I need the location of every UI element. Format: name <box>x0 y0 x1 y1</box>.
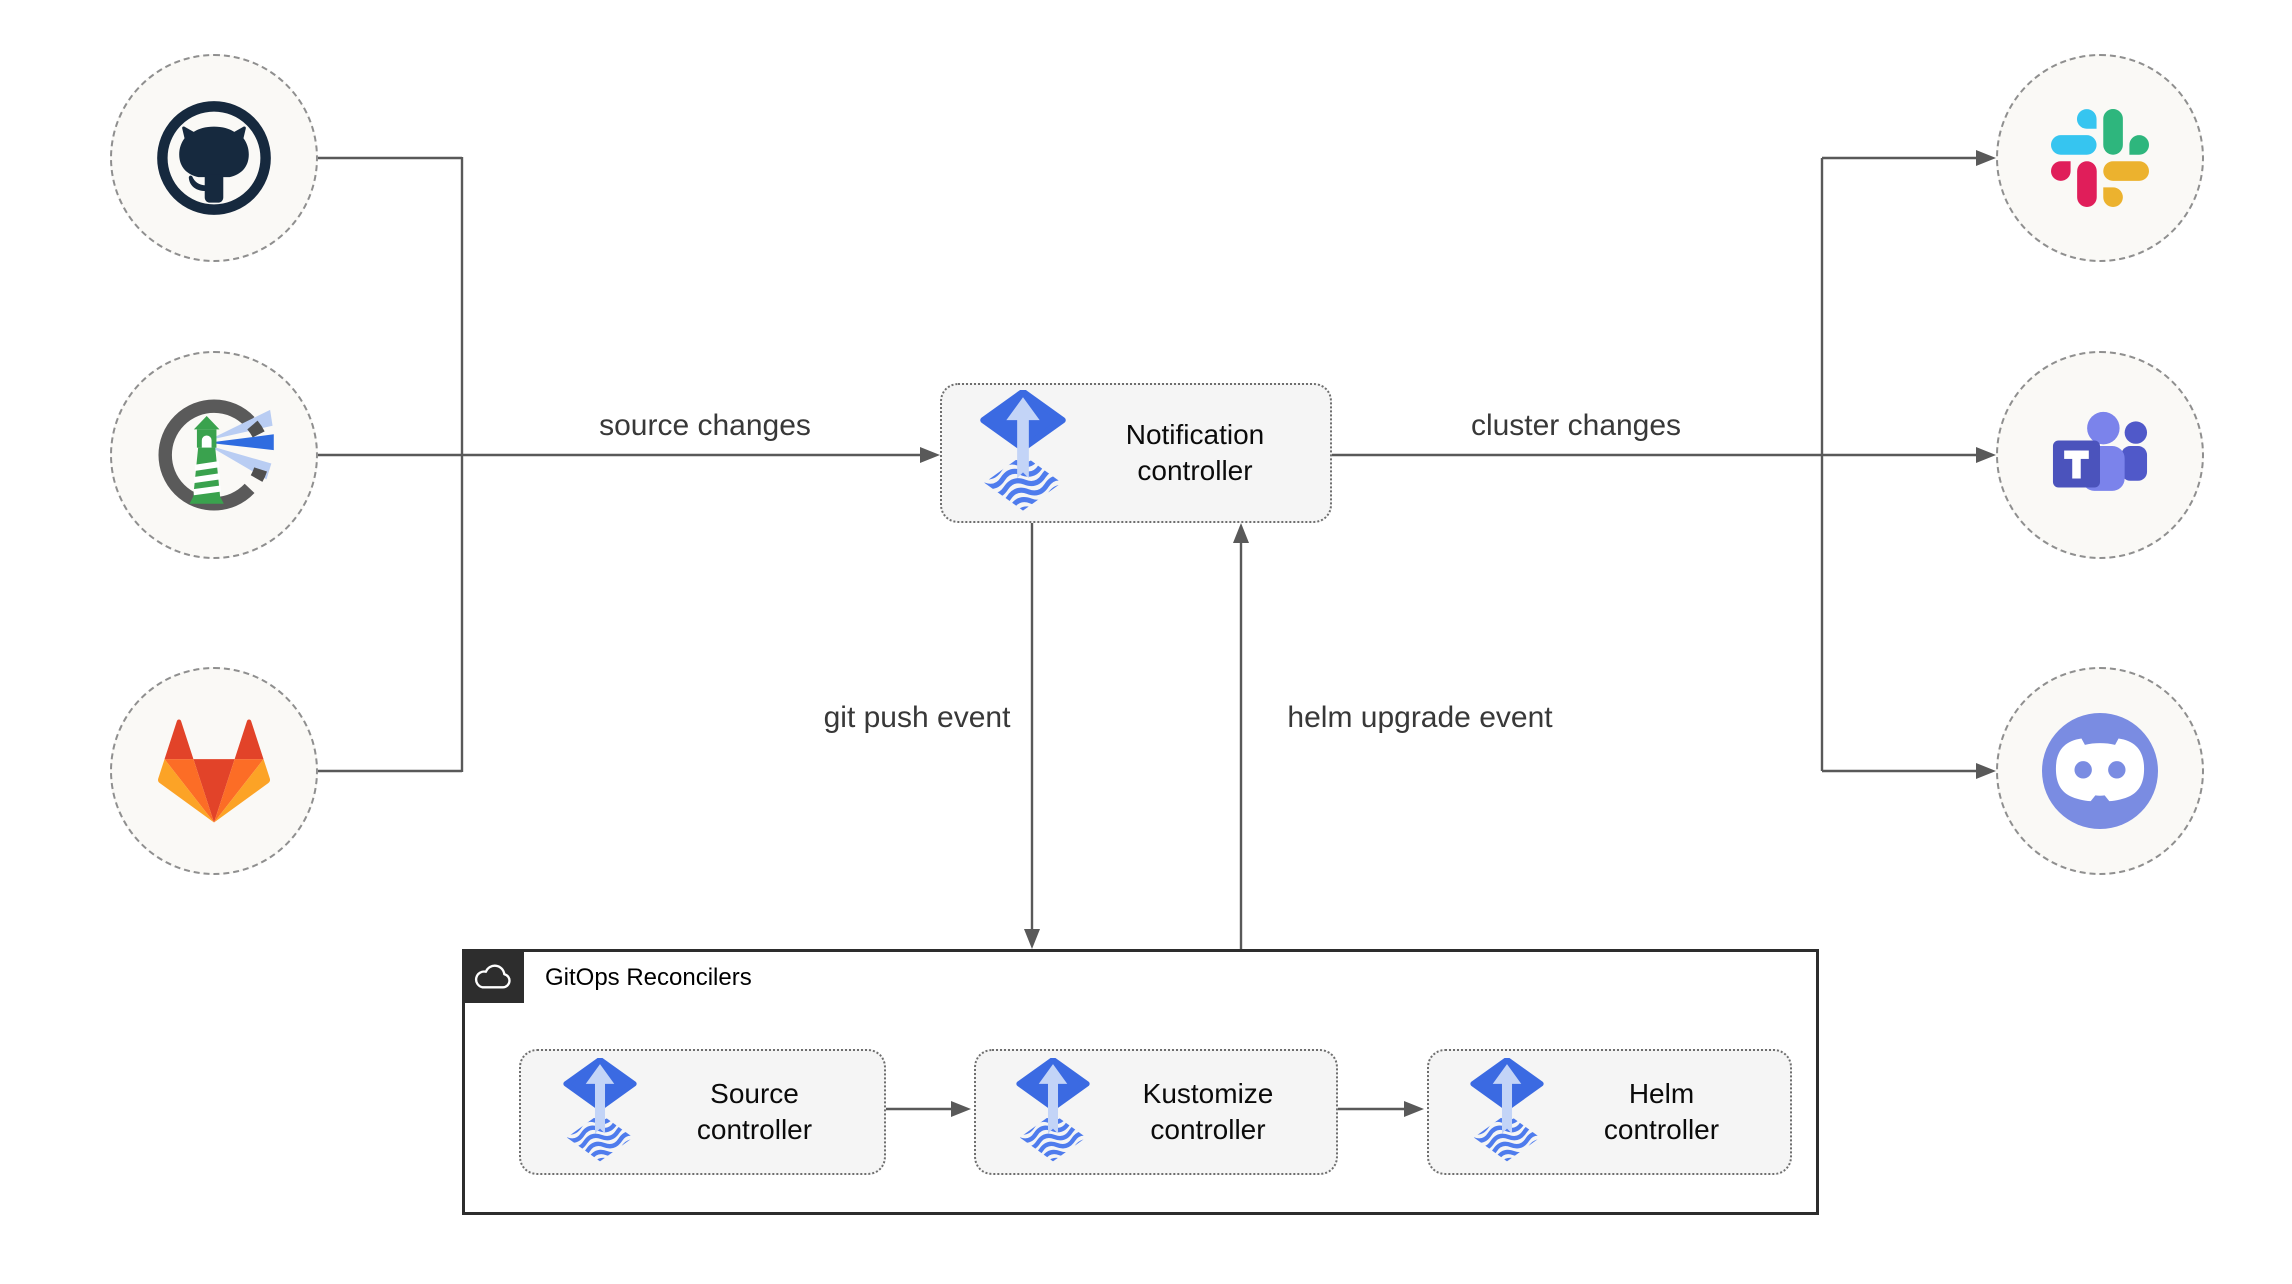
flux-icon <box>1014 1058 1092 1166</box>
node-slack <box>1996 54 2204 262</box>
arrowhead-teams <box>1976 447 1996 463</box>
arrowhead-discord <box>1976 763 1996 779</box>
node-source-controller: Source controller <box>519 1049 886 1175</box>
node-gitlab <box>110 667 318 875</box>
github-icon <box>157 101 271 215</box>
node-notification-controller: Notification controller <box>940 383 1332 523</box>
node-helm-controller: Helm controller <box>1427 1049 1792 1175</box>
flux-icon <box>561 1058 639 1166</box>
group-gitops-reconcilers: GitOps Reconcilers Source controller Kus… <box>462 949 1819 1215</box>
group-title: GitOps Reconcilers <box>545 964 752 991</box>
arrowhead-git-push <box>1024 929 1040 949</box>
arrowhead-source-changes <box>920 447 940 463</box>
cloud-badge <box>464 951 524 1003</box>
edge-label-source-changes: source changes <box>599 409 811 442</box>
arrowhead-helm-upgrade <box>1233 523 1249 543</box>
discord-icon <box>2042 713 2158 829</box>
harbor-icon <box>158 399 274 511</box>
edge-label-cluster-changes: cluster changes <box>1470 409 1682 442</box>
edge-label-helm-upgrade: helm upgrade event <box>1287 701 1553 734</box>
teams-icon <box>2052 411 2148 491</box>
node-label: Notification controller <box>1125 418 1265 486</box>
node-teams <box>1996 351 2204 559</box>
edge-label-git-push: git push event <box>823 701 1011 734</box>
flux-icon <box>977 390 1069 516</box>
node-label: Source controller <box>696 1077 813 1145</box>
node-discord <box>1996 667 2204 875</box>
node-label: Helm controller <box>1603 1077 1720 1145</box>
arrowhead-slack <box>1976 150 1996 166</box>
slack-icon <box>2051 109 2149 207</box>
lighthouse-shape <box>189 415 224 504</box>
node-label: Kustomize controller <box>1142 1077 1274 1145</box>
node-kustomize-controller: Kustomize controller <box>974 1049 1338 1175</box>
gitlab-icon <box>158 719 270 823</box>
node-github <box>110 54 318 262</box>
node-harbor <box>110 351 318 559</box>
cloud-icon <box>474 964 511 989</box>
flux-icon <box>1468 1058 1546 1166</box>
